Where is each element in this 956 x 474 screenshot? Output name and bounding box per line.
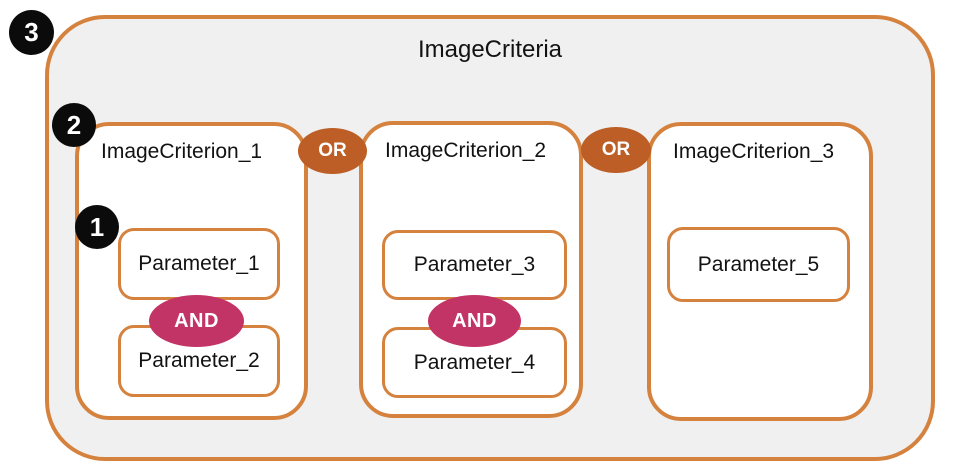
step-marker-2: 2 bbox=[52, 103, 96, 147]
or-badge-2: OR bbox=[581, 127, 651, 173]
parameter-5-label: Parameter_5 bbox=[697, 252, 820, 276]
parameter-1-label: Parameter_1 bbox=[138, 252, 260, 275]
parameter-3-label: Parameter_3 bbox=[413, 253, 536, 276]
image-criterion-3-label: ImageCriterion_3 bbox=[673, 140, 835, 163]
parameter-2-label: Parameter_2 bbox=[138, 349, 260, 372]
parameter-4-label: Parameter_4 bbox=[413, 350, 536, 374]
and-badge-2: AND bbox=[428, 295, 521, 347]
step-marker-3: 3 bbox=[9, 10, 54, 55]
parameter-3-box: Parameter_3 bbox=[382, 230, 567, 300]
parameter-5-box: Parameter_5 bbox=[667, 227, 850, 302]
image-criterion-2-label: ImageCriterion_2 bbox=[385, 139, 547, 162]
image-criterion-1-label: ImageCriterion_1 bbox=[101, 140, 263, 163]
diagram-title: ImageCriteria bbox=[417, 36, 563, 63]
step-marker-1: 1 bbox=[75, 205, 119, 249]
or-badge-1: OR bbox=[298, 128, 367, 174]
and-badge-1: AND bbox=[149, 295, 244, 347]
parameter-1-box: Parameter_1 bbox=[118, 228, 280, 300]
